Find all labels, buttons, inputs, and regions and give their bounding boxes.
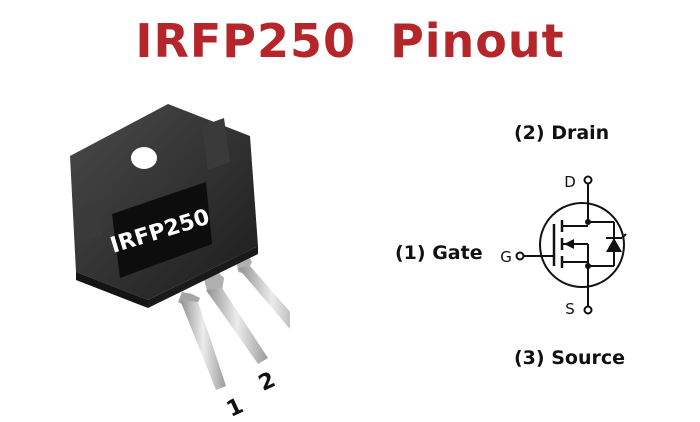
source-terminal — [583, 305, 593, 315]
pin-number-2: 2 — [255, 368, 279, 397]
drain-letter: D — [564, 173, 576, 191]
marking-plate — [112, 182, 212, 278]
lead-pin-1 — [178, 292, 226, 390]
gate-letter: G — [500, 248, 512, 266]
page-title: IRFP250 Pinout — [135, 14, 565, 68]
gate-label: (1) Gate — [395, 242, 483, 264]
gate-terminal — [515, 251, 525, 261]
drain-label: (2) Drain — [514, 122, 610, 144]
mosfet-symbol: D G S — [500, 173, 627, 318]
drain-terminal — [583, 175, 593, 185]
to247-package-illustration: IRFP250 1 2 3 — [70, 104, 290, 416]
pin-number-1: 1 — [223, 394, 247, 416]
source-label: (3) Source — [514, 347, 625, 369]
mounting-hole — [131, 147, 157, 169]
transistor-body — [70, 104, 258, 308]
source-letter: S — [565, 300, 575, 318]
